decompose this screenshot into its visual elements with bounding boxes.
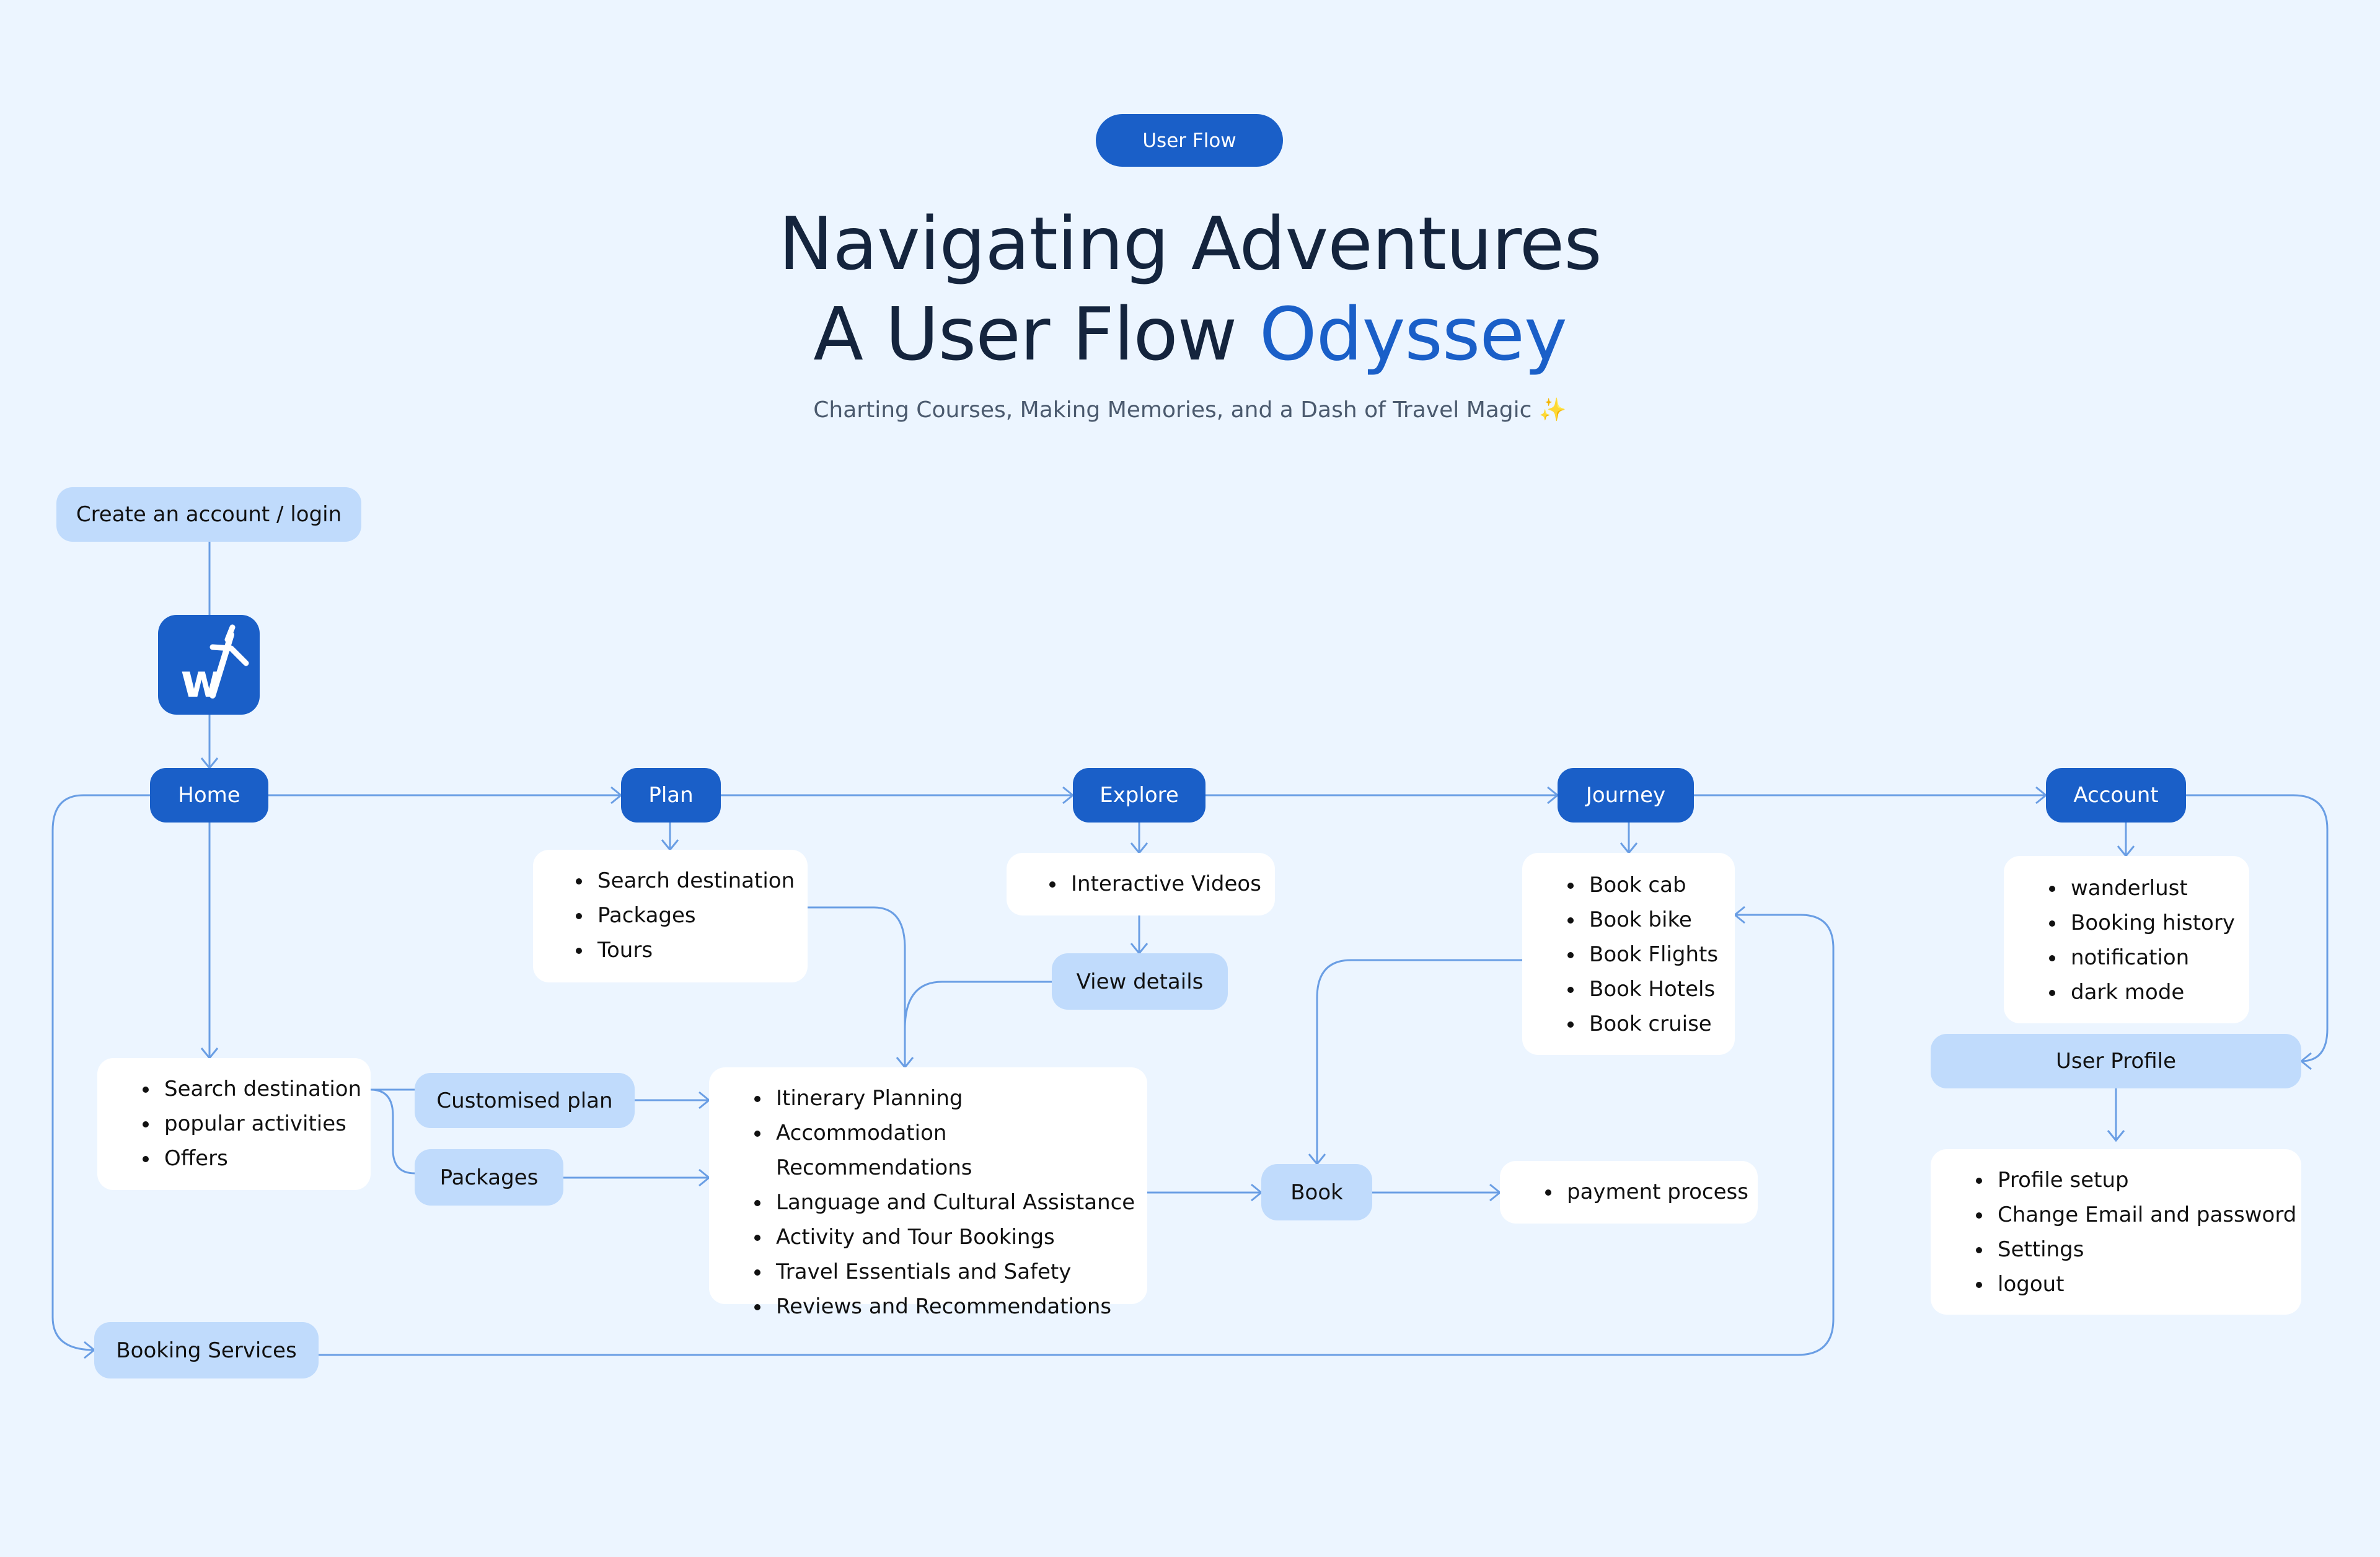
- connector-planlist-planning: [808, 906, 905, 1067]
- page-title-line1: Navigating Adventures: [778, 201, 1602, 286]
- journey-node[interactable]: Journey: [1558, 768, 1694, 823]
- create-account-login-node[interactable]: Create an account / login: [56, 487, 361, 542]
- planning-services-card: Itinerary Planning Accommodation Recomme…: [709, 1067, 1147, 1319]
- title-accent: Odyssey: [1259, 291, 1567, 377]
- account-options-card: wanderlust Booking history notification …: [2004, 856, 2249, 1023]
- journey-label: Journey: [1585, 783, 1666, 808]
- page-subtitle: Charting Courses, Making Memories, and a…: [813, 397, 1567, 423]
- connector-viewdetails-planning: [904, 981, 1052, 1030]
- payment-list: payment process: [1500, 1175, 1758, 1209]
- list-item: Accommodation Recommendations: [771, 1116, 1147, 1185]
- w-plane-logo-icon: w: [180, 624, 249, 708]
- list-item: Book bike: [1584, 902, 1735, 937]
- list-item: Book cruise: [1584, 1007, 1735, 1041]
- packages-label: Packages: [439, 1165, 539, 1190]
- journey-options-list: Book cab Book bike Book Flights Book Hot…: [1522, 868, 1735, 1041]
- create-account-label: Create an account / login: [76, 502, 342, 527]
- profile-options-card: Profile setup Change Email and password …: [1931, 1149, 2301, 1315]
- customised-plan-label: Customised plan: [436, 1088, 613, 1113]
- list-item: Search destination: [593, 863, 808, 898]
- home-options-card: Search destination popular activities Of…: [97, 1058, 371, 1190]
- list-item: logout: [1993, 1267, 2301, 1302]
- list-item: Book Flights: [1584, 937, 1735, 972]
- list-item: dark mode: [2066, 975, 2249, 1010]
- journey-options-card: Book cab Book bike Book Flights Book Hot…: [1522, 853, 1735, 1055]
- connector-bookingservices-journeylist: [319, 915, 1835, 1356]
- list-item: Profile setup: [1993, 1163, 2301, 1198]
- account-node[interactable]: Account: [2046, 768, 2186, 823]
- customised-plan-node[interactable]: Customised plan: [415, 1073, 635, 1128]
- packages-node[interactable]: Packages: [415, 1149, 563, 1206]
- user-profile-label: User Profile: [2055, 1049, 2177, 1074]
- list-item: Tours: [593, 933, 808, 968]
- view-details-node[interactable]: View details: [1052, 953, 1228, 1010]
- list-item: Travel Essentials and Safety: [771, 1255, 1147, 1289]
- connector-account-userprofile: [2186, 794, 2329, 1061]
- list-item: wanderlust: [2066, 871, 2249, 906]
- list-item: Change Email and password: [1993, 1198, 2301, 1232]
- planning-services-list: Itinerary Planning Accommodation Recomme…: [709, 1081, 1147, 1324]
- page-title-line2: A User Flow Odyssey: [0, 298, 2380, 371]
- list-item: payment process: [1562, 1175, 1758, 1209]
- account-options-list: wanderlust Booking history notification …: [2004, 871, 2249, 1010]
- list-item: Language and Cultural Assistance: [771, 1185, 1147, 1220]
- view-details-label: View details: [1076, 969, 1204, 994]
- book-node[interactable]: Book: [1261, 1164, 1372, 1220]
- home-options-list: Search destination popular activities Of…: [97, 1072, 371, 1176]
- user-flow-badge: User Flow: [1096, 114, 1283, 167]
- plan-options-card: Search destination Packages Tours: [533, 850, 808, 982]
- plan-options-list: Search destination Packages Tours: [533, 863, 808, 968]
- user-profile-node[interactable]: User Profile: [1931, 1034, 2301, 1088]
- connector-journeylist-book: [1317, 959, 1522, 1164]
- list-item: Interactive Videos: [1066, 867, 1275, 901]
- user-flow-badge-label: User Flow: [1142, 129, 1236, 152]
- list-item: Book Hotels: [1584, 972, 1735, 1007]
- connector-homelist-packages: [370, 1088, 415, 1175]
- connector-home-bookingservices: [51, 794, 150, 1350]
- explore-node[interactable]: Explore: [1073, 768, 1205, 823]
- payment-card: payment process: [1500, 1161, 1758, 1224]
- title-prefix: A User Flow: [813, 291, 1259, 377]
- list-item: notification: [2066, 940, 2249, 975]
- home-node[interactable]: Home: [150, 768, 268, 823]
- list-item: Itinerary Planning: [771, 1081, 1147, 1116]
- explore-options-list: Interactive Videos: [1007, 867, 1275, 901]
- list-item: Activity and Tour Bookings: [771, 1220, 1147, 1255]
- list-item: Reviews and Recommendations: [771, 1289, 1147, 1324]
- app-logo: w: [158, 615, 260, 715]
- booking-services-label: Booking Services: [116, 1338, 297, 1363]
- list-item: Offers: [159, 1141, 371, 1176]
- account-label: Account: [2073, 783, 2159, 808]
- list-item: popular activities: [159, 1106, 371, 1141]
- profile-options-list: Profile setup Change Email and password …: [1931, 1163, 2301, 1302]
- explore-label: Explore: [1100, 783, 1179, 808]
- list-item: Booking history: [2066, 906, 2249, 940]
- list-item: Packages: [593, 898, 808, 933]
- list-item: Settings: [1993, 1232, 2301, 1267]
- book-label: Book: [1290, 1180, 1343, 1205]
- list-item: Search destination: [159, 1072, 371, 1106]
- plan-label: Plan: [648, 783, 694, 808]
- list-item: Book cab: [1584, 868, 1735, 902]
- home-label: Home: [178, 783, 240, 808]
- booking-services-node[interactable]: Booking Services: [94, 1322, 319, 1378]
- explore-options-card: Interactive Videos: [1007, 853, 1275, 915]
- plan-node[interactable]: Plan: [621, 768, 721, 823]
